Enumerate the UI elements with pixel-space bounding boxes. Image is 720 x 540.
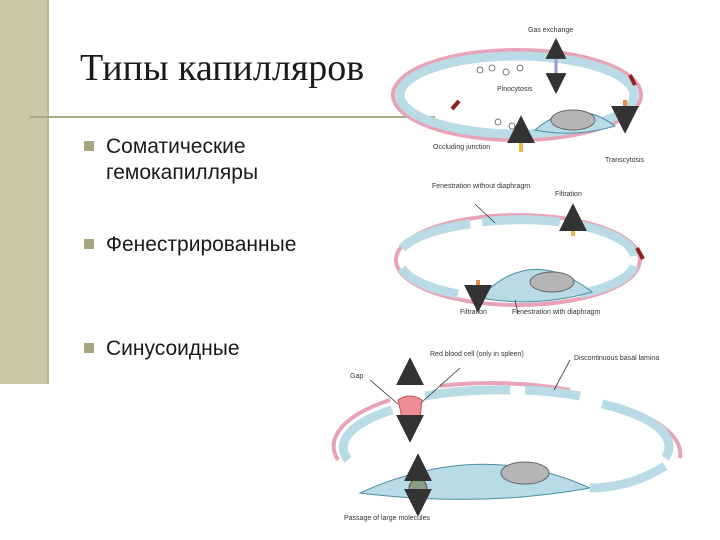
label-gap: Gap [350, 373, 363, 380]
continuous-capillary-panel: Gas exchange Pinocytosis Occluding junct… [391, 27, 645, 164]
label-pinocytosis: Pinocytosis [497, 86, 533, 93]
bullet-square-icon [84, 239, 94, 249]
capillary-types-diagram: Gas exchange Pinocytosis Occluding junct… [331, 27, 683, 522]
label-fenestration-with-diaphragm: Fenestration with diaphragm [512, 309, 600, 316]
bullet-item: Синусоидные [84, 336, 240, 362]
label-occluding-junction: Occluding junction [433, 144, 490, 151]
sinusoidal-capillary-panel: Gap Red blood cell (only in spleen) Disc… [331, 351, 683, 522]
bullet-item: Фенестрированные [84, 232, 296, 258]
bullet-square-icon [84, 141, 94, 151]
label-discontinuous-basal-lamina: Discontinuous basal lamina [574, 355, 659, 362]
label-red-blood-cell: Red blood cell (only in spleen) [430, 351, 524, 358]
bullet-square-icon [84, 343, 94, 353]
bullet-text: Соматические гемокапилляры [106, 135, 259, 184]
label-gas-exchange: Gas exchange [528, 27, 573, 34]
label-filtration-top: Filtration [555, 191, 582, 198]
sidebar-divider [47, 0, 49, 384]
fenestrated-capillary-panel: Fenestration without diaphragm Filtratio… [394, 183, 645, 316]
bullet-text: Синусоидные [106, 337, 240, 360]
bullet-text: Фенестрированные [106, 233, 297, 256]
label-filtration-bottom: Filtration [460, 309, 487, 316]
title-underline [30, 116, 435, 118]
label-fenestration-without-diaphragm: Fenestration without diaphragm [432, 183, 530, 190]
slide-title: Типы капилляров [80, 47, 365, 89]
label-transcytosis: Transcytosis [605, 157, 645, 164]
bullet-item: Соматические гемокапилляры [84, 134, 316, 186]
label-large-molecules: Passage of large molecules [344, 515, 430, 522]
decorative-sidebar [0, 0, 47, 384]
